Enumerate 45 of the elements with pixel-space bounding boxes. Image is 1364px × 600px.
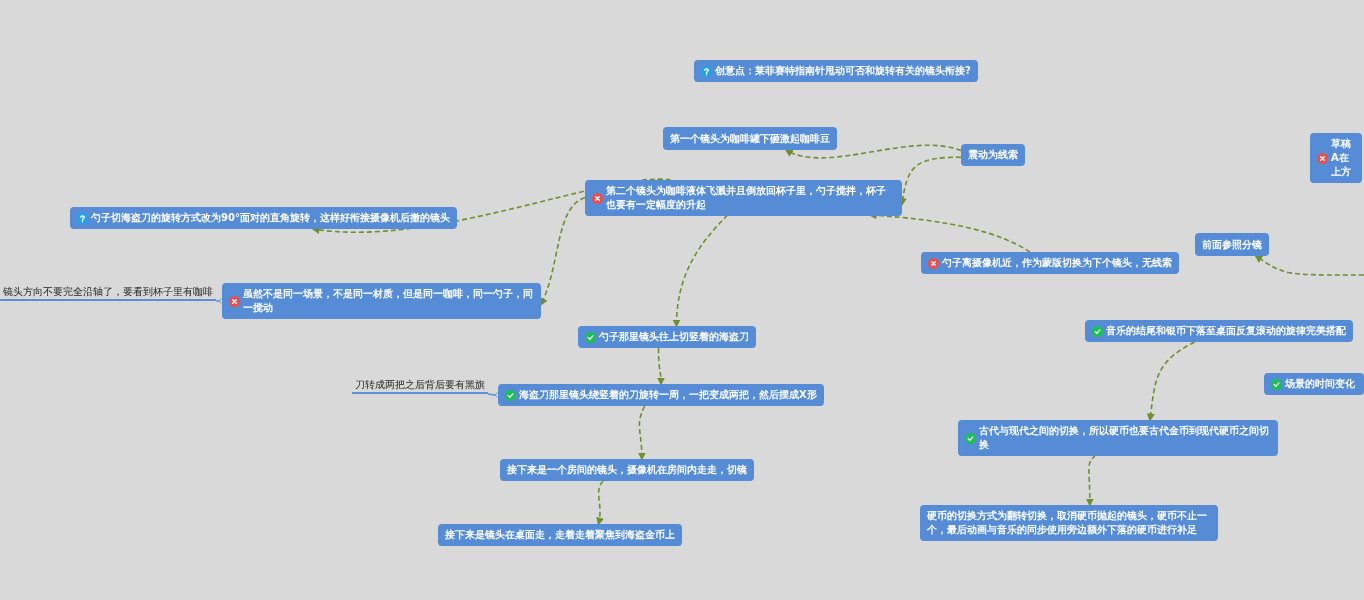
arrow	[637, 405, 646, 461]
topic-box	[222, 283, 541, 319]
arrow	[1085, 454, 1097, 507]
topic-box	[1085, 320, 1353, 342]
topic-text: 勺子那里镜头往上切竖着的海盗刀	[599, 330, 749, 344]
arrow	[656, 347, 665, 386]
topic-text: 接下来是镜头在桌面走，走着走着聚焦到海盗金币上	[445, 528, 675, 542]
topic-box	[958, 420, 1278, 456]
topic-box	[920, 505, 1218, 541]
topic-text: 第二个镜头为咖啡液体飞溅并且倒放回杯子里，勺子搅拌，杯子也要有一定幅度的升起	[606, 184, 887, 212]
topic-text: 前面参照分镜	[1202, 237, 1262, 252]
topic-box	[585, 180, 902, 216]
arrow	[784, 144, 962, 159]
topic-box	[498, 384, 824, 406]
topic-text: 勺子离摄像机近，作为蒙版切换为下个镜头，无线索	[942, 256, 1172, 270]
note-text: 镜头方向不要完全沿轴了，要看到杯子里有咖啡	[0, 285, 216, 301]
topic-text: 震动为线索	[968, 148, 1018, 162]
topic-box	[694, 60, 978, 82]
arrow	[595, 480, 604, 526]
topic-box	[500, 459, 754, 481]
topic-box	[1195, 233, 1269, 256]
topic-box	[1264, 373, 1364, 395]
topic-box	[438, 524, 682, 546]
topic-text: 虽然不是同一场景，不是同一材质，但是同一咖啡，同一勺子，同一搅动	[243, 287, 534, 315]
arrow	[672, 214, 729, 328]
topic-box	[663, 127, 837, 150]
topic-text: 音乐的结尾和银币下落至桌面反复滚动的旋律完美搭配	[1106, 324, 1346, 338]
topic-text: 古代与现代之间的切换，所以硬币也要古代金币到现代硬币之间切换	[979, 424, 1270, 452]
topic-text: 海盗刀那里镜头绕竖着的刀旋转一周，一把变成两把，然后摆成X形	[519, 388, 817, 402]
topic-box	[70, 207, 457, 229]
topic-text: 草稿A在上方	[1331, 137, 1352, 179]
arrow	[1254, 255, 1364, 276]
topic-box	[578, 326, 756, 348]
topic-box	[1310, 133, 1362, 183]
arrow	[539, 196, 586, 307]
topic-text: 接下来是一个房间的镜头，摄像机在房间内走走，切镜	[507, 463, 747, 477]
topic-text: 硬币的切换方式为翻转切换，取消硬币抛起的镜头，硬币不止一个，最后动画与音乐的同步使用旁边额外下落的硬币进行补足	[927, 509, 1208, 537]
topic-box	[961, 144, 1025, 166]
topic-text: 第一个镜头为咖啡罐下砸激起咖啡豆	[670, 131, 830, 146]
arrow	[1146, 341, 1196, 422]
topic-text: 场景的时间变化	[1285, 377, 1356, 391]
topic-text: 勺子切海盗刀的旋转方式改为90°面对的直角旋转，这样好衔接摄像机后撤的镜头	[91, 211, 450, 225]
note-text: 刀转成两把之后背后要有黑旗	[352, 378, 488, 394]
topic-text: 创意点：莱菲赛特指南针甩动可否和旋转有关的镜头衔接?	[715, 64, 971, 78]
topic-box	[921, 252, 1179, 274]
